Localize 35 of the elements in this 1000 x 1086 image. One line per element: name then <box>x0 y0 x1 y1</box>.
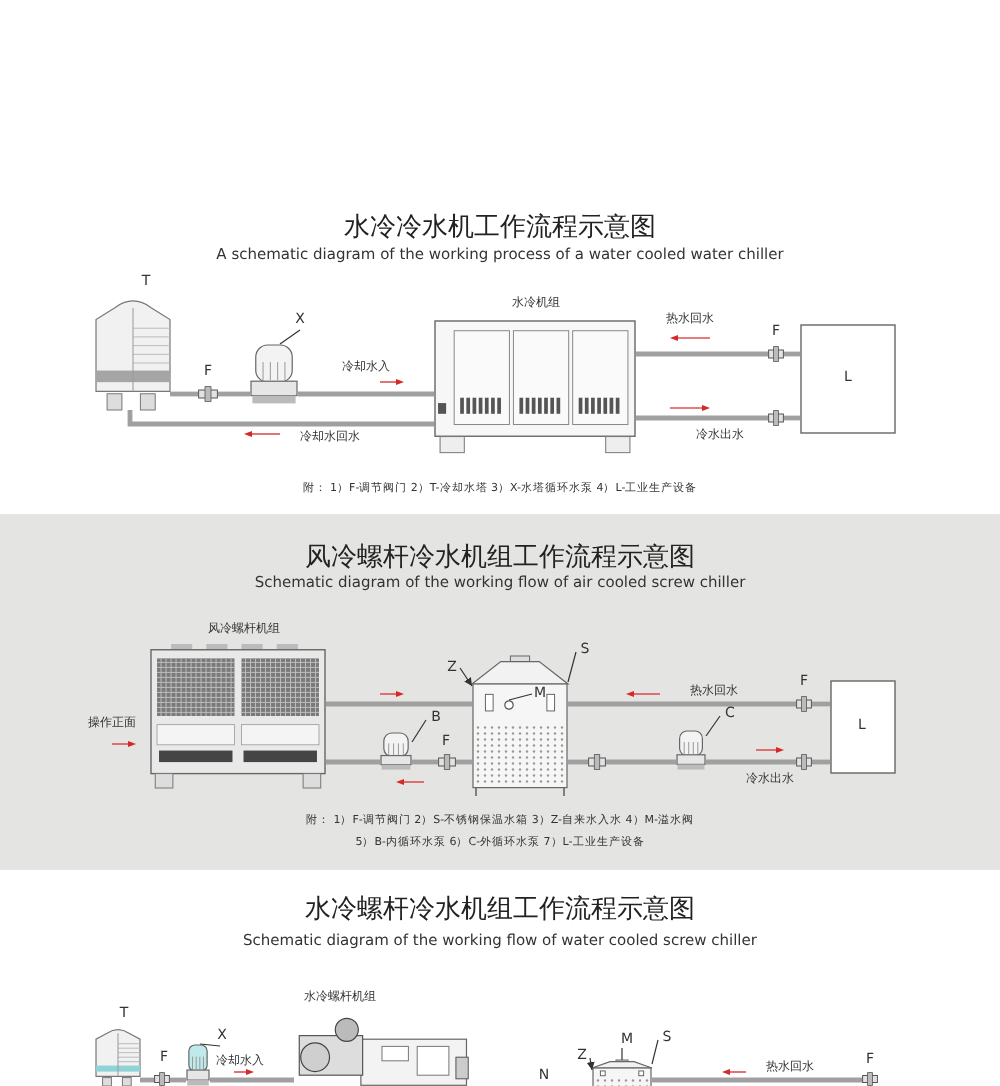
pipe-line <box>812 759 830 765</box>
pipe-line <box>784 351 800 357</box>
pipe-line <box>218 391 250 397</box>
title: 水冷冷水机工作流程示意图 <box>344 215 656 241</box>
leader-line <box>621 1047 623 1061</box>
leader-line <box>651 1039 659 1065</box>
pipe-line <box>636 415 768 421</box>
pipe-line <box>170 1077 186 1083</box>
title: 风冷螺杆冷水机组工作流程示意图 <box>305 545 695 571</box>
pipe-line <box>606 759 676 765</box>
pipe-line <box>412 759 438 765</box>
leader-line <box>567 651 577 683</box>
pipe-line <box>812 701 830 707</box>
pipe-line <box>298 391 434 397</box>
pipe-line <box>326 759 380 765</box>
pipe-line <box>568 701 796 707</box>
pipe-line <box>326 701 472 707</box>
leader-line <box>705 715 721 737</box>
leader-line <box>279 329 301 345</box>
pipe-line <box>210 1077 294 1083</box>
pipe-line <box>127 410 434 427</box>
pipe-line <box>568 759 588 765</box>
pipe-line <box>784 415 800 421</box>
pipe-line <box>140 1077 154 1083</box>
leader-line <box>586 1057 595 1071</box>
pipe-line <box>652 1077 862 1083</box>
pipe-line <box>636 351 768 357</box>
title: 水冷螺杆冷水机组工作流程示意图 <box>305 897 695 923</box>
leader-line <box>508 693 533 701</box>
pipe-line <box>456 759 472 765</box>
leader-line <box>199 1043 221 1047</box>
leader-line <box>411 719 427 743</box>
pipe-line <box>170 391 198 397</box>
pipe-line <box>706 759 796 765</box>
leader-line <box>459 667 473 687</box>
